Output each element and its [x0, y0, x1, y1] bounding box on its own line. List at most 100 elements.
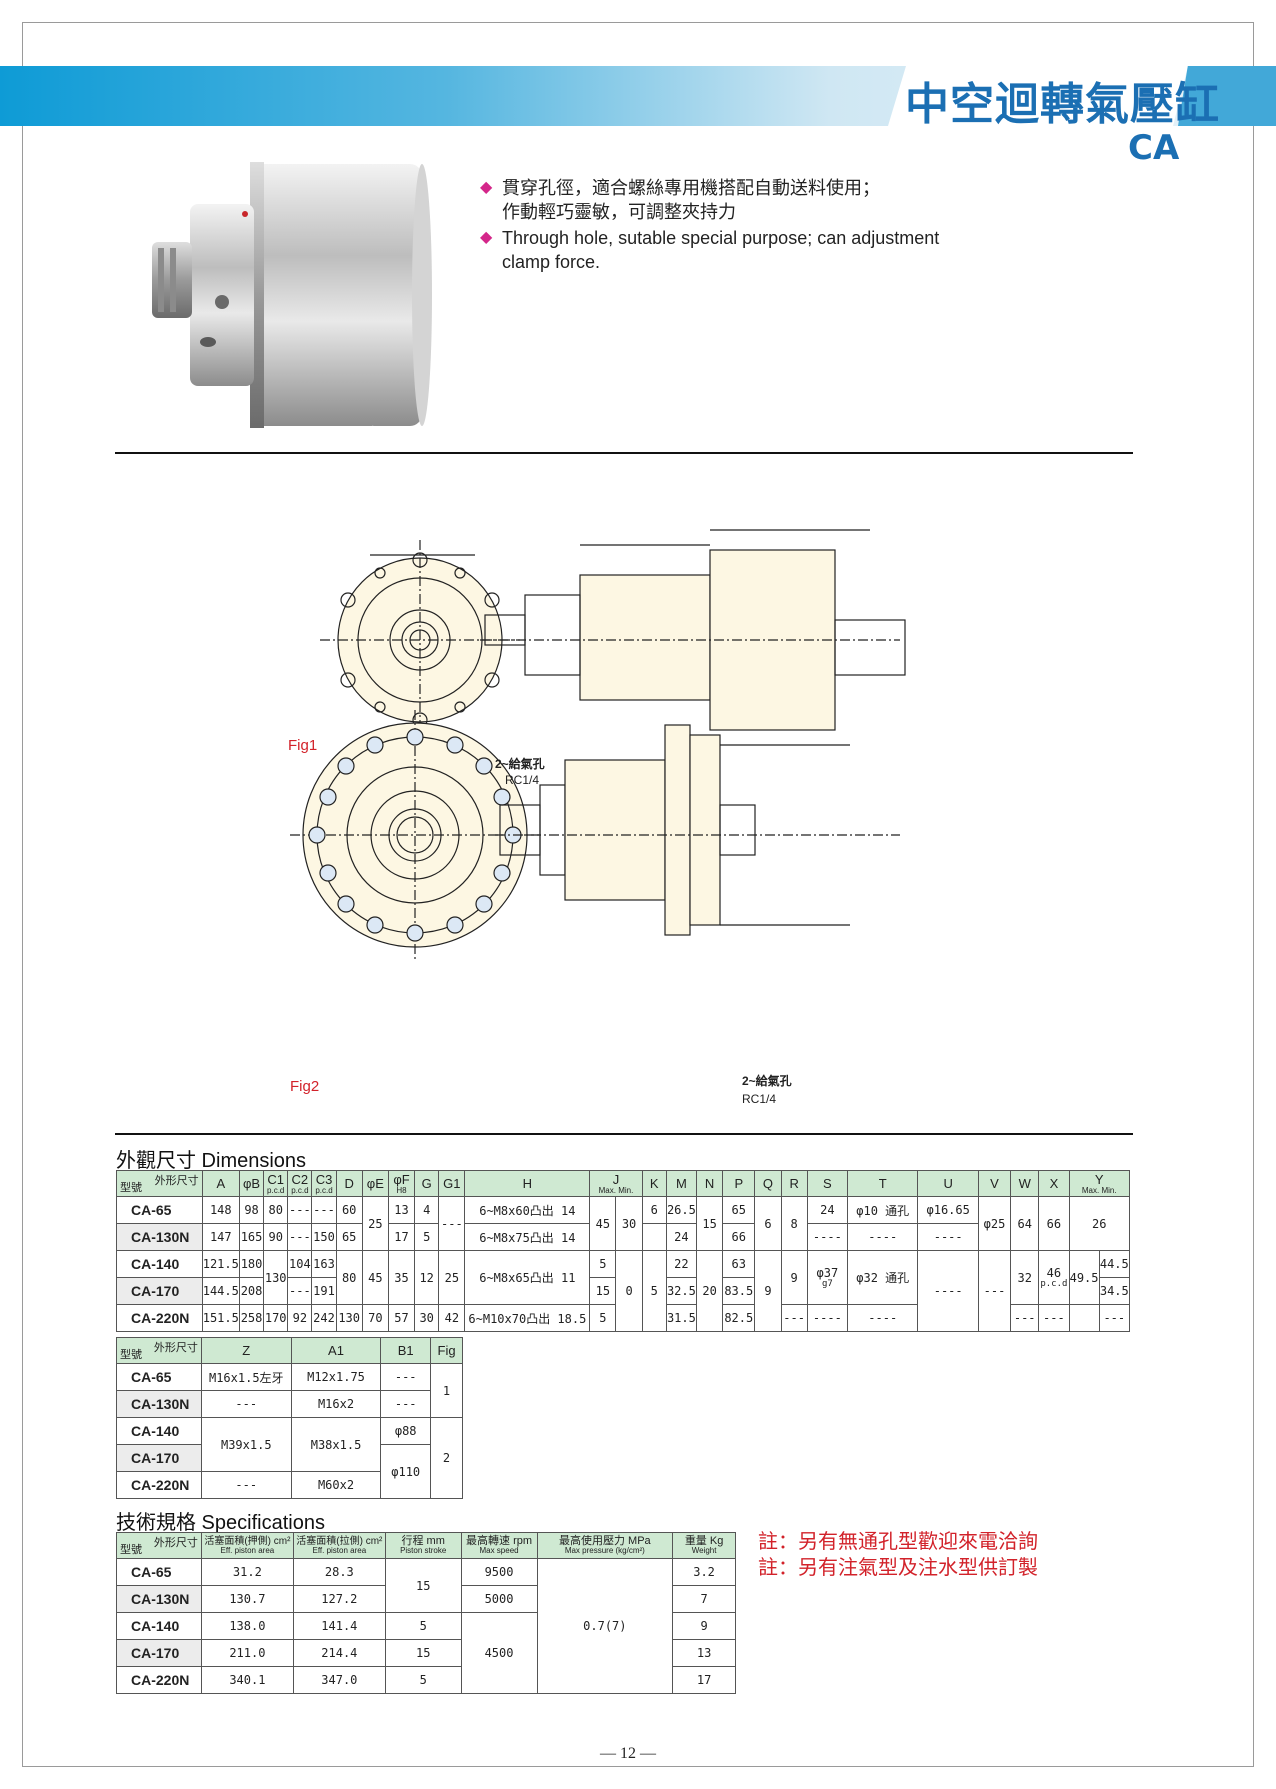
col-header: R: [780, 1170, 808, 1197]
technical-drawing: [290, 529, 906, 960]
row-model: CA-220N: [116, 1666, 202, 1694]
cell: 242: [311, 1304, 337, 1332]
cell: 90: [263, 1223, 289, 1251]
cell: 121.5: [201, 1250, 240, 1278]
cell: 15: [384, 1639, 462, 1667]
cell: M16x1.5左牙: [200, 1363, 292, 1391]
cell: 70: [361, 1304, 389, 1332]
cell: 80: [335, 1250, 363, 1305]
cell: 24: [665, 1223, 698, 1251]
corner-bottom: 型號: [120, 1182, 142, 1194]
cell: 9: [780, 1250, 808, 1305]
model-code: CA: [1128, 128, 1180, 168]
product-photo: [152, 162, 432, 428]
col-header: φE: [361, 1170, 389, 1197]
cell: 17: [387, 1223, 416, 1251]
cell: 5: [641, 1250, 667, 1332]
cell: 347.0: [292, 1666, 386, 1694]
fig1-label: Fig1: [288, 737, 318, 754]
cell: ---: [380, 1390, 432, 1418]
note-2: 註：另有注氣型及注水型供訂製: [758, 1555, 1038, 1579]
cell: M12x1.75: [290, 1363, 382, 1391]
cell: ---: [287, 1277, 313, 1305]
cell: 5: [384, 1666, 462, 1694]
cell: 6~M8x75凸出 14: [464, 1223, 591, 1251]
fig1-side-view: [480, 529, 906, 731]
cell: 15: [589, 1277, 617, 1305]
col-header: T: [846, 1170, 919, 1197]
specifications-title: 技術規格 Specifications: [116, 1512, 325, 1534]
cell: ---: [780, 1304, 808, 1332]
notes: 註：另有無通孔型歡迎來電洽詢 註：另有注氣型及注水型供訂製: [758, 1528, 1038, 1580]
cell: 1: [430, 1363, 463, 1418]
cell: 42: [438, 1304, 466, 1332]
cell: [641, 1223, 667, 1251]
feature-text-zh-1: 貫穿孔徑，適合螺絲專用機搭配自動送料使用；: [502, 178, 880, 198]
feature-item: ◆ Through hole, sutable special purpose;…: [480, 226, 1020, 274]
col-header: W: [1010, 1170, 1040, 1197]
cell: 82.5: [722, 1304, 756, 1332]
col-header: V: [977, 1170, 1012, 1197]
cell: ----: [846, 1304, 919, 1332]
cell: 31.2: [200, 1558, 294, 1586]
cell: 130.7: [200, 1585, 294, 1613]
cell: ---: [200, 1390, 292, 1418]
dims-corner-header: 外形尺寸 型號: [116, 1170, 203, 1197]
cell: ----: [917, 1250, 979, 1332]
page-number: — 12 —: [600, 1745, 656, 1762]
cell: 98: [238, 1196, 265, 1224]
col-header: φB: [238, 1170, 265, 1197]
cell: ---: [287, 1223, 313, 1251]
col-header: Z: [200, 1337, 292, 1364]
cell: 92: [287, 1304, 313, 1332]
header-title-plate: [888, 66, 1188, 126]
row-model: CA-220N: [116, 1471, 202, 1499]
row-model: CA-130N: [116, 1223, 203, 1251]
cell: 144.5: [201, 1277, 240, 1305]
col-header: H: [464, 1170, 591, 1197]
port-size-1: RC1/4: [505, 773, 540, 787]
cell: 214.4: [292, 1639, 386, 1667]
row-model: CA-130N: [116, 1585, 202, 1613]
cell: 104: [287, 1250, 313, 1278]
cell: φ10 通孔: [846, 1196, 919, 1224]
cell: 9: [672, 1612, 736, 1640]
cell: 30: [414, 1304, 440, 1332]
row-model: CA-65: [116, 1363, 202, 1391]
cell: 130: [335, 1304, 363, 1332]
cell: 4: [414, 1196, 440, 1224]
cell: ---: [977, 1250, 1012, 1332]
cell: ---: [1038, 1304, 1070, 1332]
cell: 25: [361, 1196, 389, 1251]
cell: M60x2: [290, 1471, 382, 1499]
dimensions-title: 外觀尺寸 Dimensions: [116, 1150, 307, 1172]
fig2-front-view: [290, 710, 540, 960]
cell: 64: [1010, 1196, 1040, 1251]
cell: φ110: [380, 1444, 432, 1499]
cell: 22: [665, 1250, 698, 1278]
cell: 24: [806, 1196, 849, 1224]
cell: ---: [1098, 1304, 1131, 1332]
cell: M16x2: [290, 1390, 382, 1418]
cell: ---: [311, 1196, 337, 1224]
cell: 6: [641, 1196, 667, 1224]
cell: [1068, 1304, 1100, 1332]
cell: ---: [380, 1363, 432, 1391]
row-model: CA-65: [116, 1196, 203, 1224]
cell: 45: [361, 1250, 389, 1305]
row-model: CA-140: [116, 1417, 202, 1445]
cell: 35: [387, 1250, 416, 1305]
cell: 165: [238, 1223, 265, 1251]
col-header: A1: [290, 1337, 382, 1364]
col-header: P: [722, 1170, 756, 1197]
port-size-2: RC1/4: [742, 1092, 777, 1106]
row-model: CA-130N: [116, 1390, 202, 1418]
cell: 45: [589, 1196, 617, 1251]
cell: 6~M8x60凸出 14: [464, 1196, 591, 1224]
